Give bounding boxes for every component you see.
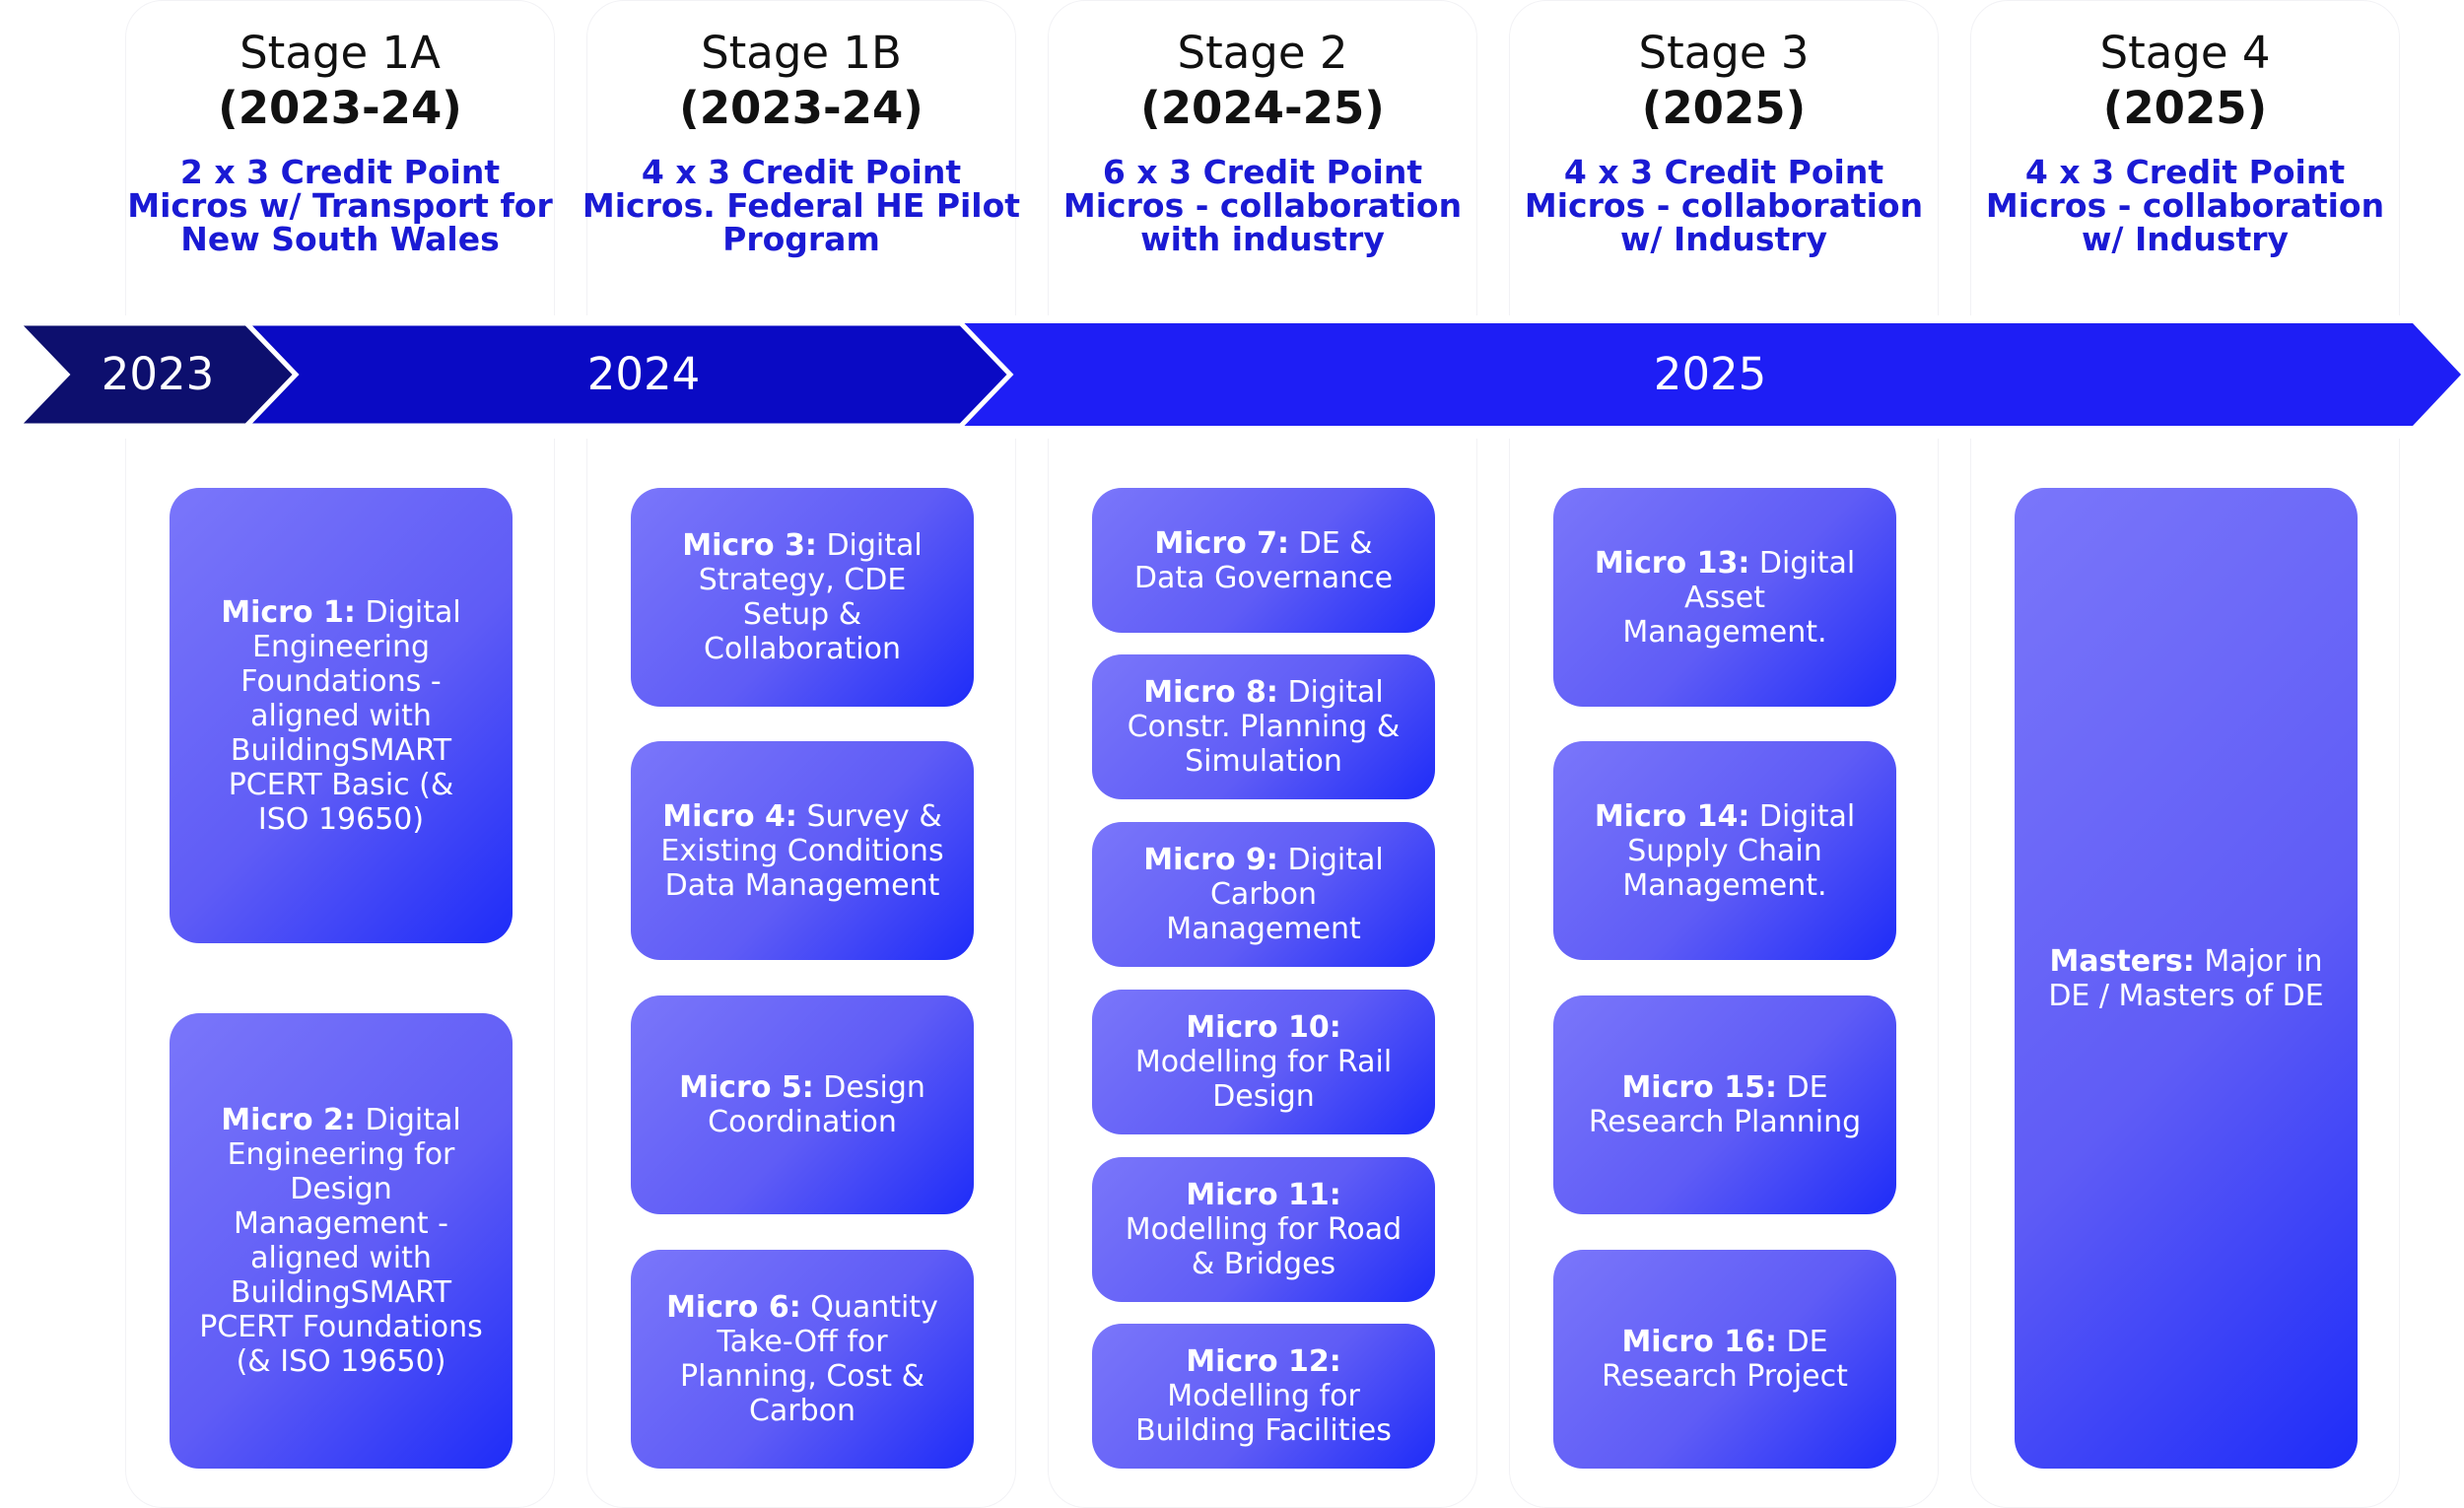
card-text: Modelling for Road & Bridges — [1125, 1212, 1403, 1281]
stage-description: 4 x 3 Credit Point Micros. Federal HE Pi… — [582, 153, 1021, 258]
timeline-arrows — [12, 320, 2461, 429]
card-text: Major in DE / Masters of DE — [2048, 943, 2324, 1013]
micro-5-card: Micro 5: Design Coordination — [631, 995, 974, 1214]
micro-11-card: Micro 11: Modelling for Road & Bridges — [1092, 1157, 1435, 1302]
card-text: Design Coordination — [708, 1070, 925, 1139]
card-text: DE & Data Governance — [1133, 525, 1394, 595]
card-text: Modelling for Building Facilities — [1135, 1379, 1392, 1448]
card-text: Digital Engineering Foundations - aligne… — [228, 594, 461, 837]
stage-years: (2023-24) — [218, 82, 462, 134]
card-text: Digital Asset Management. — [1622, 545, 1856, 650]
stage-years: (2023-24) — [679, 82, 924, 134]
stage-title: Stage 2 — [1177, 27, 1348, 79]
card-title: Micro 9: — [1143, 843, 1278, 877]
timeline-arrow-2023 — [12, 320, 300, 429]
card-text: Digital Supply Chain Management. — [1622, 798, 1856, 903]
stage-title: Stage 1B — [701, 27, 902, 79]
card-title: Micro 15: — [1621, 1070, 1777, 1105]
card-title: Micro 5: — [679, 1070, 814, 1105]
card-text: Quantity Take-Off for Planning, Cost & C… — [680, 1290, 938, 1428]
card-text: DE Research Project — [1602, 1325, 1848, 1394]
card-title: Micro 6: — [666, 1290, 801, 1325]
micro-14-card: Micro 14: Digital Supply Chain Managemen… — [1553, 741, 1896, 960]
timeline-year-2024: 2024 — [586, 348, 701, 400]
card-title: Micro 16: — [1621, 1325, 1777, 1359]
timeline-arrow-2025 — [961, 323, 2461, 426]
card-text: Digital Strategy, CDE Setup & Collaborat… — [698, 528, 923, 666]
micro-15-card: Micro 15: DE Research Planning — [1553, 995, 1896, 1214]
card-title: Micro 4: — [662, 798, 797, 834]
card-title: Micro 11: — [1186, 1178, 1341, 1212]
micro-3-card: Micro 3: Digital Strategy, CDE Setup & C… — [631, 488, 974, 707]
stage-description: 2 x 3 Credit Point Micros w/ Transport f… — [127, 153, 553, 258]
card-text: DE Research Planning — [1588, 1070, 1862, 1139]
timeline-year-2025: 2025 — [1653, 348, 1767, 400]
card-text: Modelling for Rail Design — [1134, 1045, 1393, 1114]
timeline-year-2023: 2023 — [101, 348, 215, 400]
card-title: Micro 2: — [221, 1103, 356, 1137]
micro-6-card: Micro 6: Quantity Take-Off for Planning,… — [631, 1250, 974, 1469]
micro-2-card: Micro 2: Digital Engineering for Design … — [170, 1013, 513, 1469]
stage-title: Stage 1A — [240, 27, 441, 79]
card-text: Survey & Existing Conditions Data Manage… — [660, 798, 944, 903]
card-text: Digital Constr. Planning & Simulation — [1127, 675, 1401, 779]
micro-1-card: Micro 1: Digital Engineering Foundations… — [170, 488, 513, 943]
micro-16-card: Micro 16: DE Research Project — [1553, 1250, 1896, 1469]
stage-years: (2024-25) — [1140, 82, 1385, 134]
card-title: Micro 12: — [1186, 1344, 1341, 1379]
stage-description: 6 x 3 Credit Point Micros - collaboratio… — [1062, 153, 1463, 258]
card-title: Micro 8: — [1143, 675, 1278, 710]
micro-9-card: Micro 9: Digital Carbon Management — [1092, 822, 1435, 967]
card-title: Micro 13: — [1594, 545, 1750, 581]
micro-8-card: Micro 8: Digital Constr. Planning & Simu… — [1092, 654, 1435, 799]
stage-title: Stage 4 — [2099, 27, 2271, 79]
micro-13-card: Micro 13: Digital Asset Management. — [1553, 488, 1896, 707]
stage-years: (2025) — [2102, 82, 2268, 134]
micro-7-card: Micro 7: DE & Data Governance — [1092, 488, 1435, 633]
card-title: Micro 7: — [1154, 525, 1290, 561]
micro-4-card: Micro 4: Survey & Existing Conditions Da… — [631, 741, 974, 960]
card-text: Digital Engineering for Design Managemen… — [199, 1103, 483, 1379]
stage-description: 4 x 3 Credit Point Micros - collaboratio… — [1985, 153, 2385, 258]
card-text: Digital Carbon Management — [1166, 843, 1384, 946]
card-title: Micro 14: — [1594, 798, 1750, 834]
stage-title: Stage 3 — [1638, 27, 1810, 79]
masters-card: Masters: Major in DE / Masters of DE — [2015, 488, 2358, 1469]
stage-description: 4 x 3 Credit Point Micros - collaboratio… — [1524, 153, 1924, 258]
card-title: Micro 1: — [221, 594, 356, 630]
card-title: Micro 3: — [682, 528, 817, 563]
stage-years: (2025) — [1641, 82, 1807, 134]
micro-10-card: Micro 10: Modelling for Rail Design — [1092, 990, 1435, 1134]
card-title: Micro 10: — [1186, 1010, 1341, 1045]
micro-12-card: Micro 12: Modelling for Building Facilit… — [1092, 1324, 1435, 1469]
card-title: Masters: — [2049, 943, 2195, 979]
